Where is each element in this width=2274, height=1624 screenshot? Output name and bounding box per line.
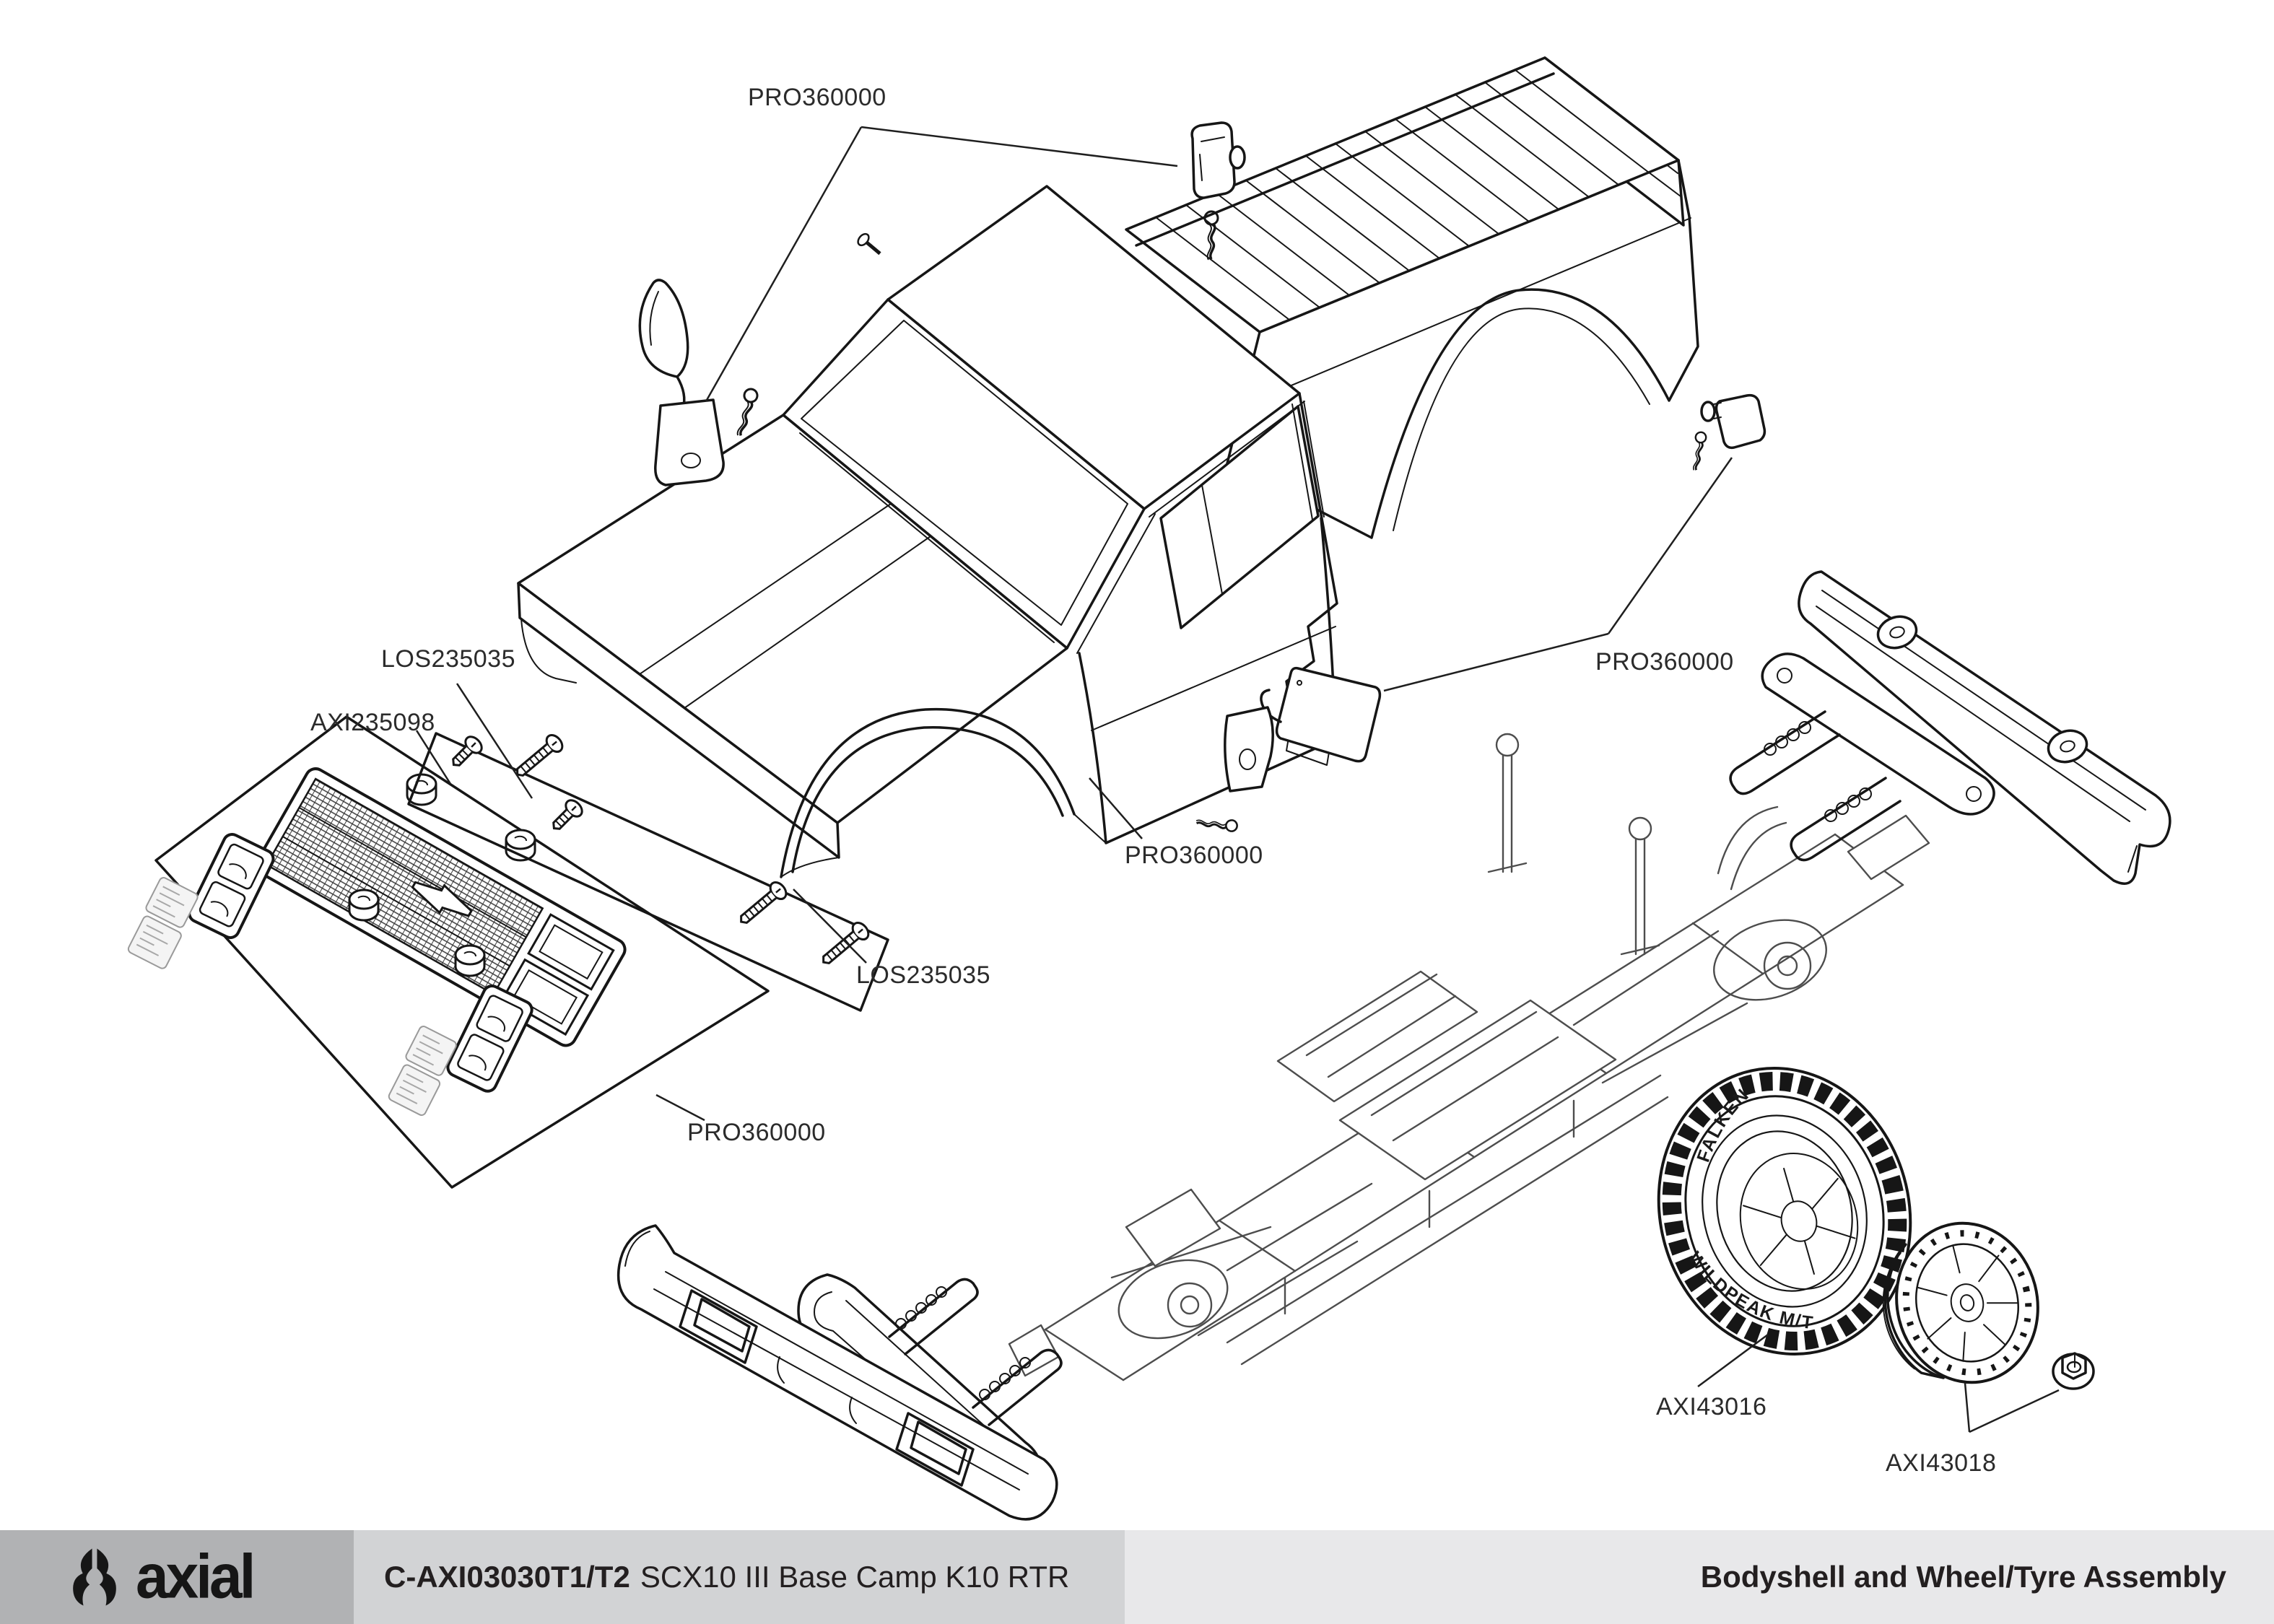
rear-bumper-bracket — [1729, 652, 1995, 862]
part-label-pro360000-body: PRO360000 — [1125, 842, 1263, 869]
loose-parts — [638, 121, 1767, 834]
footer-sheet-title-block: Bodyshell and Wheel/Tyre Assembly — [1125, 1530, 2274, 1624]
body-clip — [730, 385, 761, 439]
part-label-axi235098: AXI235098 — [310, 709, 435, 736]
front-wheel-arch — [780, 707, 1107, 878]
mirror-mount-part-right — [1687, 393, 1767, 473]
hood-pin — [857, 232, 881, 256]
front-axle — [1110, 1182, 1373, 1340]
screw-short — [445, 732, 487, 773]
leader-lines — [415, 126, 2060, 1433]
screw-long — [733, 878, 790, 930]
part-label-los235035-upper: LOS235035 — [381, 645, 515, 673]
front-bumper-assembly — [617, 1224, 1063, 1521]
front-grille — [255, 767, 627, 1047]
bowtie-emblem — [411, 881, 473, 917]
steering-servo — [1125, 1188, 1221, 1267]
rear-bumper-assembly — [1729, 570, 2171, 885]
screw-short — [546, 795, 587, 837]
part-label-pro360000-top: PRO360000 — [748, 84, 886, 111]
decal-sheets — [127, 877, 457, 1116]
truck-bodyshell — [517, 56, 1699, 878]
footer-bar: axial C-AXI03030T1/T2 SCX10 III Base Cam… — [0, 1530, 2274, 1624]
footer-title-block: C-AXI03030T1/T2 SCX10 III Base Camp K10 … — [354, 1530, 1125, 1624]
footer-sheet-title: Bodyshell and Wheel/Tyre Assembly — [1700, 1560, 2226, 1594]
rear-bumper-bar — [1798, 570, 2171, 885]
axial-logo-text: axial — [136, 1542, 256, 1612]
body-post-bushing — [348, 889, 380, 922]
part-label-pro360000-grille: PRO360000 — [687, 1119, 826, 1146]
bumper-mount-cylinder — [1876, 615, 2088, 764]
part-label-los235035-center: LOS235035 — [856, 961, 990, 989]
side-mirror-right — [1224, 666, 1382, 793]
headlight-bezel-right — [446, 985, 533, 1093]
headlight-bezel-left — [188, 833, 275, 940]
part-label-axi43018: AXI43018 — [1886, 1449, 1996, 1477]
chassis-assembly — [1008, 733, 1930, 1381]
axial-logo-icon — [73, 1548, 116, 1606]
footer-logo-block: axial — [0, 1530, 354, 1624]
front-bumper-mount — [1008, 1324, 1060, 1377]
fuel-door-part — [1190, 121, 1246, 262]
rear-axle — [1572, 806, 1930, 1084]
body-post-bushing — [454, 944, 486, 977]
footer-part-number: C-AXI03030T1/T2 — [384, 1560, 630, 1594]
center-skid-plate — [1276, 970, 1617, 1181]
body-posts — [1487, 733, 1660, 956]
tire-inner-wheel — [1739, 1153, 1859, 1290]
body-post-bushing — [406, 773, 437, 806]
grille-parts-panel — [127, 715, 770, 1189]
door-outline — [1078, 652, 1341, 844]
bed-floor-ribs — [1155, 69, 1650, 320]
body-clip — [1194, 814, 1240, 834]
footer-product-name: SCX10 III Base Camp K10 RTR — [640, 1560, 1070, 1594]
callout-labels: PRO360000 LOS235035 AXI235098 PRO360000 … — [310, 84, 1996, 1477]
screw-band — [407, 730, 889, 1012]
beadlock-wheel — [1882, 1221, 2039, 1384]
front-bumper — [617, 1224, 1058, 1521]
door-window — [1159, 405, 1320, 629]
side-mirror-left — [638, 279, 725, 486]
part-label-axi43016: AXI43016 — [1656, 1393, 1767, 1420]
part-label-pro360000-right: PRO360000 — [1595, 648, 1734, 676]
screw-long — [510, 730, 567, 783]
wheel-nut — [2052, 1352, 2095, 1390]
